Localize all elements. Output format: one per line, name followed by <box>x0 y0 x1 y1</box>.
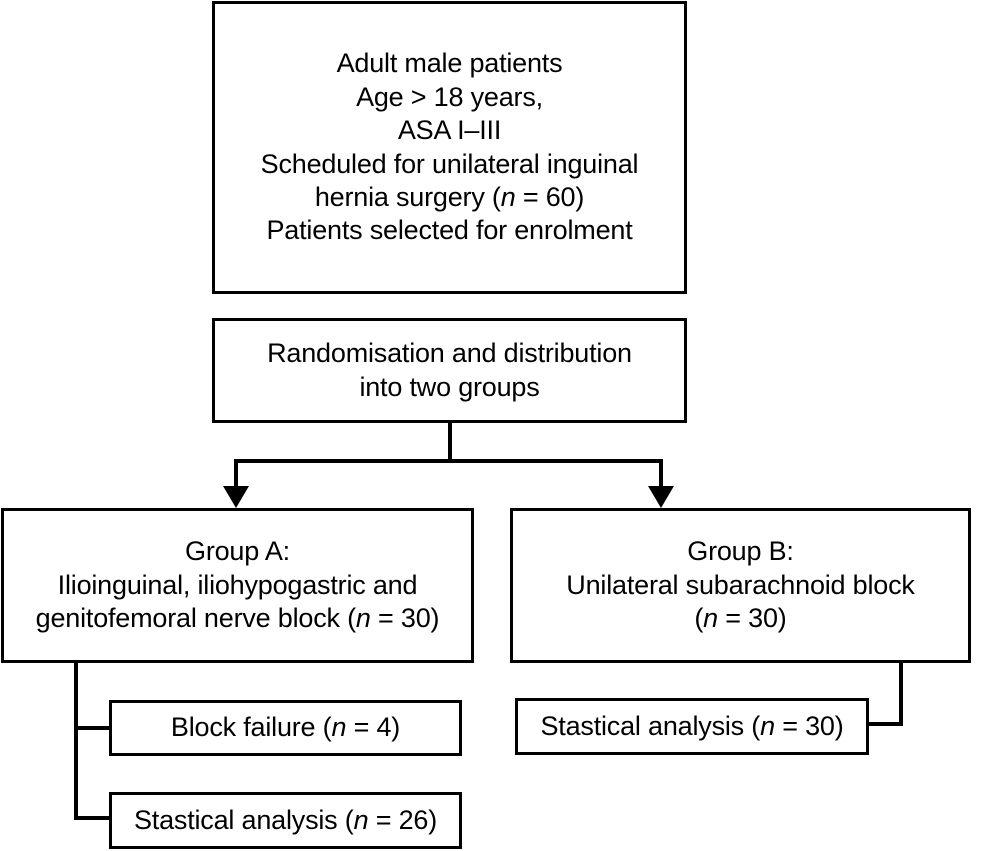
connector-split-bar <box>234 459 663 463</box>
arrowhead-to-group-a <box>223 486 249 508</box>
group-a-line-3: genitofemoral nerve block (n = 30) <box>35 603 440 634</box>
n-symbol: n <box>353 804 369 835</box>
connector-group-a-to-stastical-analysis <box>74 816 112 820</box>
group-b-line-3: (n = 30) <box>694 603 787 634</box>
group-a-line-2: Ilioinguinal, iliohypogastric and <box>57 569 418 600</box>
flow-box-group-a: Group A: Ilioinguinal, iliohypogastric a… <box>1 508 474 663</box>
enrolment-line-5: hernia surgery (n = 60) <box>314 181 585 212</box>
flow-box-randomisation: Randomisation and distribution into two … <box>212 318 687 423</box>
enrolment-line-1: Adult male patients <box>336 48 563 79</box>
flow-box-block-failure: Block failure (n = 4) <box>109 700 462 756</box>
stastical-analysis-b-line-1: Stastical analysis (n = 30) <box>540 710 844 741</box>
enrolment-line-3: ASA I–III <box>397 115 502 146</box>
connector-group-a-stem <box>74 661 78 820</box>
connector-group-b-stem <box>899 661 903 726</box>
block-failure-line-1: Block failure (n = 4) <box>170 712 401 743</box>
n-symbol: n <box>355 603 371 634</box>
connector-randomisation-stem <box>448 421 452 463</box>
group-b-line-2: Unilateral subarachnoid block <box>566 569 915 600</box>
enrolment-line-4: Scheduled for unilateral inguinal <box>260 148 639 179</box>
connector-to-group-a-stem <box>234 459 238 487</box>
group-b-line-1: Group B: <box>687 536 794 567</box>
flow-box-stastical-analysis-group-b: Stastical analysis (n = 30) <box>515 698 869 755</box>
flow-box-enrolment: Adult male patients Age > 18 years, ASA … <box>212 1 687 294</box>
n-symbol: n <box>331 712 347 743</box>
randomisation-line-2: into two groups <box>359 371 540 402</box>
group-a-line-1: Group A: <box>185 536 290 567</box>
randomisation-line-1: Randomisation and distribution <box>267 338 632 369</box>
n-symbol: n <box>703 603 718 634</box>
n-symbol: n <box>760 710 775 741</box>
connector-to-group-b-stem <box>659 459 663 487</box>
stastical-analysis-a-line-1: Stastical analysis (n = 26) <box>133 804 438 835</box>
enrolment-line-2: Age > 18 years, <box>356 81 543 112</box>
n-symbol: n <box>500 181 516 212</box>
flow-box-stastical-analysis-group-a: Stastical analysis (n = 26) <box>109 792 462 849</box>
flow-box-group-b: Group B: Unilateral subarachnoid block (… <box>510 508 971 663</box>
connector-group-b-to-stastical-analysis <box>866 722 903 726</box>
connector-group-a-to-block-failure <box>74 726 112 730</box>
arrowhead-to-group-b <box>648 486 674 508</box>
enrolment-line-6: Patients selected for enrolment <box>266 215 633 246</box>
